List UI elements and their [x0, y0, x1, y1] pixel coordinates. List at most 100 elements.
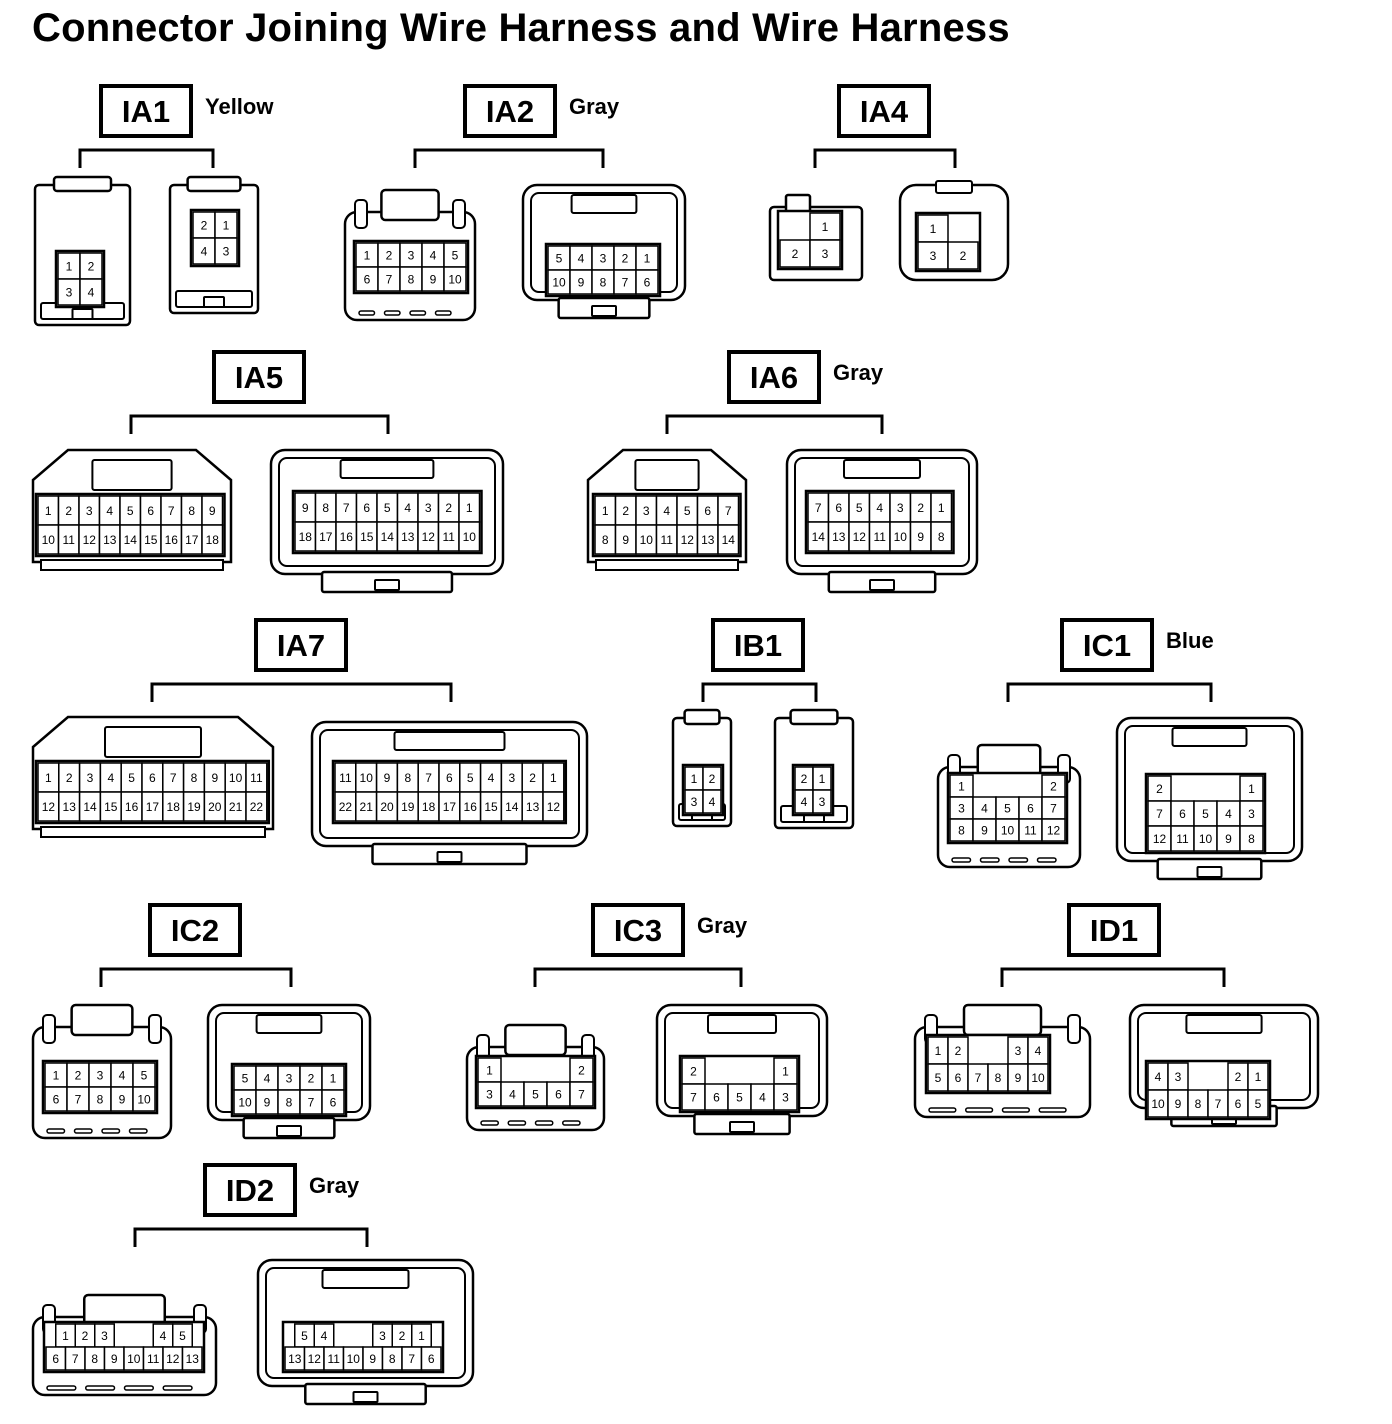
pin-number: 7 [170, 771, 177, 785]
pin-number: 12 [422, 530, 436, 544]
pin-number: 11 [63, 533, 76, 547]
pin-number: 10 [894, 530, 908, 544]
pin-number: 5 [856, 501, 863, 515]
pin-number: 5 [141, 1069, 148, 1083]
pin-number: 1 [45, 771, 52, 785]
pin-number: 4 [509, 1088, 516, 1102]
pin-number: 3 [87, 771, 94, 785]
pin-number: 1 [602, 504, 609, 518]
pin-number: 7 [168, 504, 175, 518]
pin-number: 6 [149, 771, 156, 785]
pin-number: 7 [578, 1088, 585, 1102]
pin-number: 3 [408, 249, 415, 263]
connector-code-box [203, 1163, 297, 1217]
pin-number: 3 [958, 802, 965, 816]
pin-number: 2 [960, 249, 967, 263]
pairing-bracket [150, 682, 453, 702]
pin-number: 5 [684, 504, 691, 518]
pin-number: 4 [981, 802, 988, 816]
pin-number: 2 [529, 771, 536, 785]
pin-number: 9 [369, 1352, 376, 1366]
pin-number: 1 [364, 249, 371, 263]
pin-number: 10 [360, 771, 374, 785]
pairing-bracket [701, 682, 818, 702]
pin-number: 4 [663, 504, 670, 518]
pin-number: 2 [917, 501, 924, 515]
pin-number: 11 [874, 530, 887, 544]
pin-number: 1 [466, 501, 473, 515]
pin-number: 1 [53, 1069, 60, 1083]
pin-number: 2 [622, 504, 629, 518]
pin-number: 3 [897, 501, 904, 515]
pin-number: 9 [1175, 1097, 1182, 1111]
pin-number: 2 [445, 501, 452, 515]
pin-number: 13 [63, 800, 77, 814]
pin-number: 11 [443, 530, 456, 544]
pin-number: 1 [1255, 1070, 1262, 1084]
pin-number: 16 [125, 800, 139, 814]
pin-number: 4 [119, 1069, 126, 1083]
pin-number: 9 [209, 504, 216, 518]
pin-number: 10 [552, 276, 566, 290]
pin-number: 18 [167, 800, 181, 814]
pairing-bracket [413, 148, 605, 168]
pin-number: 4 [876, 501, 883, 515]
pin-number: 6 [428, 1352, 435, 1366]
connector-code-box [148, 903, 242, 957]
pin-number: 19 [401, 800, 415, 814]
pin-number: 8 [602, 533, 609, 547]
pin-number: 6 [52, 1352, 59, 1366]
pin-number: 4 [488, 771, 495, 785]
pin-number: 16 [165, 533, 179, 547]
pin-number: 10 [640, 533, 654, 547]
connector-code: IA5 [235, 360, 283, 395]
pin-number: 4 [759, 1091, 766, 1105]
pin-number: 14 [505, 800, 519, 814]
pin-number: 1 [938, 501, 945, 515]
pin-number: 5 [179, 1329, 186, 1343]
pin-number: 14 [722, 533, 736, 547]
pin-number: 8 [408, 273, 415, 287]
pin-number: 10 [1151, 1097, 1165, 1111]
pin-number: 12 [166, 1352, 180, 1366]
pin-number: 8 [600, 276, 607, 290]
pin-number: 3 [86, 504, 93, 518]
pin-number: 13 [526, 800, 540, 814]
pin-number: 5 [467, 771, 474, 785]
pairing-bracket [533, 967, 743, 987]
pin-number: 5 [452, 249, 459, 263]
pin-number: 2 [709, 772, 716, 786]
pin-number: 3 [101, 1329, 108, 1343]
pairing-bracket [1000, 967, 1226, 987]
pin-number: 3 [691, 795, 698, 809]
pin-number: 1 [691, 772, 698, 786]
connector-color: Gray [309, 1173, 360, 1198]
pin-number: 22 [250, 800, 264, 814]
pin-number: 9 [1015, 1071, 1022, 1085]
pin-number: 1 [330, 1072, 337, 1086]
pin-number: 1 [935, 1044, 942, 1058]
pin-number: 6 [364, 273, 371, 287]
pin-number: 12 [1153, 832, 1167, 846]
pin-number: 5 [384, 501, 391, 515]
pin-number: 1 [1248, 782, 1255, 796]
pin-number: 10 [347, 1352, 361, 1366]
